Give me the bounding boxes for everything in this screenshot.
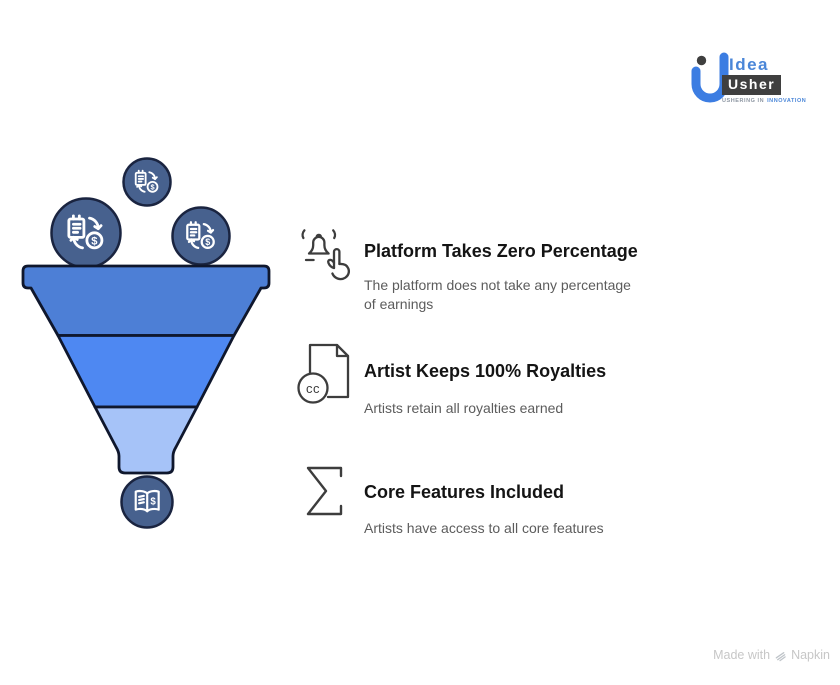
feature-description: The platform does not take any percentag…	[364, 277, 631, 312]
watermark-brand: Napkin	[791, 648, 830, 662]
watermark-made-with: Made with	[713, 648, 771, 662]
logo-brand-bottom: Usher	[722, 75, 782, 95]
cc-license-document-icon: cc	[297, 343, 350, 404]
feature-description: Artists have access to all core features	[364, 520, 604, 536]
feature-title: Artist Keeps 100% Royalties	[364, 361, 607, 381]
logo-tagline: USHERING IN INNOVATION	[722, 98, 806, 104]
feature-description: Artists retain all royalties earned	[364, 400, 564, 416]
logo-tagline-left: USHERING IN	[722, 98, 765, 104]
bubble-small	[122, 157, 172, 207]
logo-brand-top: Idea	[729, 55, 770, 74]
logo-tagline-right: INNOVATION	[767, 98, 807, 104]
feature-title: Platform Takes Zero Percentage	[364, 241, 638, 261]
cc-glyph: cc	[306, 381, 320, 396]
bubble-right	[171, 206, 231, 266]
bubble-left	[50, 197, 122, 269]
napkin-watermark: Made with Napkin	[713, 648, 830, 662]
napkin-logo-icon	[775, 651, 786, 661]
funnel-diagram: $ $	[21, 157, 271, 529]
feature-title: Core Features Included	[364, 482, 565, 502]
funnel-segment-bottom	[93, 405, 199, 475]
service-bell-hand-icon	[301, 229, 351, 281]
sigma-icon	[306, 466, 343, 516]
funnel-segment-top	[21, 264, 271, 337]
funnel-segment-middle	[56, 334, 236, 409]
funnel-input-bubbles	[50, 157, 231, 269]
